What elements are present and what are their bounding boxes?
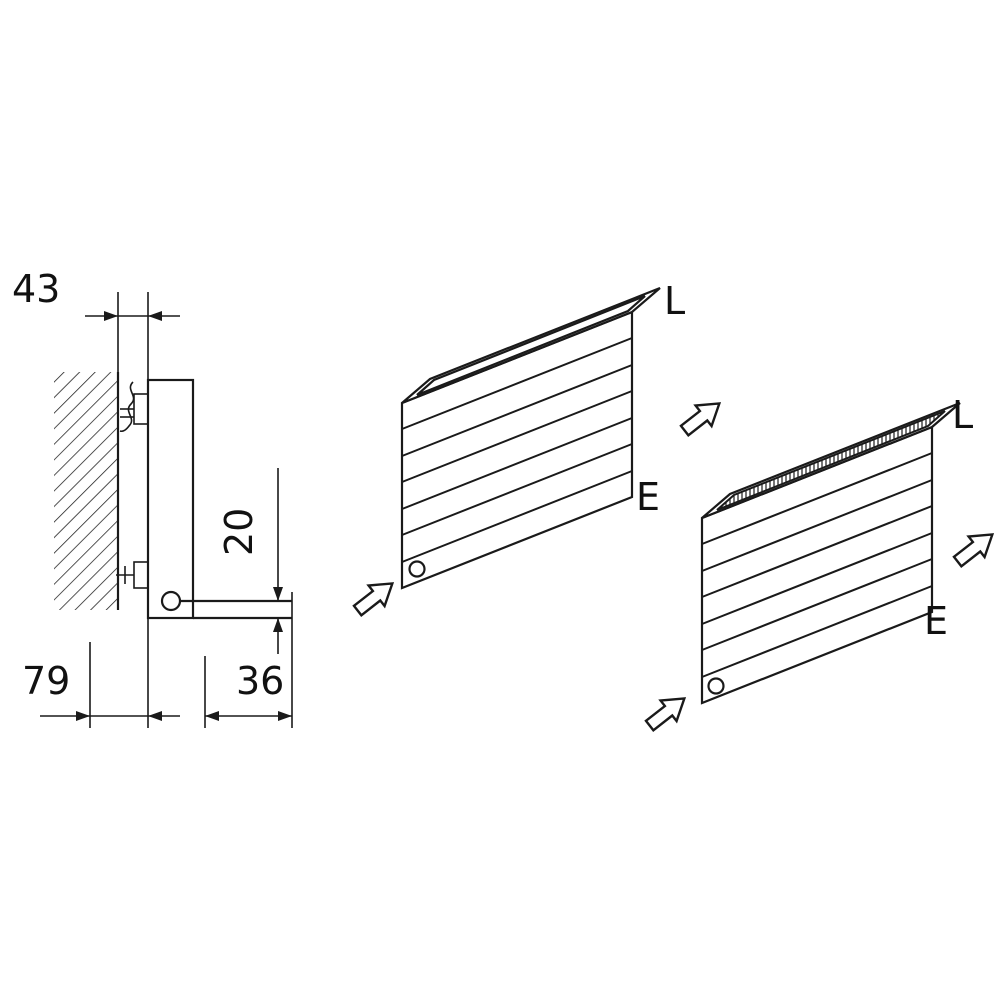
- dimension-label: 43: [12, 267, 60, 311]
- radiator-top-opening: [416, 294, 646, 397]
- valve-connection-circle: [160, 590, 182, 612]
- radiator-slat-lines: [401, 337, 633, 563]
- arrowhead-icon: [104, 311, 118, 321]
- dimension-79: 79: [22, 618, 180, 728]
- radiator-slat-lines: [701, 452, 933, 678]
- label-l: L: [664, 279, 685, 323]
- flow-arrow-icon: [675, 392, 729, 442]
- label-e: E: [636, 475, 660, 519]
- arrowhead-icon: [273, 587, 283, 601]
- dimension-20: 20: [217, 468, 283, 654]
- side-view-drawing: 43 20 79 36: [12, 267, 293, 728]
- label-l: L: [952, 393, 973, 437]
- dimension-43: 43: [12, 267, 180, 380]
- label-e: E: [924, 599, 948, 643]
- wall-hatch: [54, 372, 118, 610]
- mounting-bracket-top: [119, 381, 149, 433]
- flow-arrow-icon: [348, 572, 402, 622]
- arrowhead-icon: [148, 711, 162, 721]
- dimension-label: 79: [22, 659, 70, 703]
- dimension-label: 20: [217, 508, 261, 556]
- iso-radiator-grille-top: L E: [640, 393, 1000, 737]
- valve-connection-circle: [408, 560, 426, 578]
- arrowhead-icon: [278, 711, 292, 721]
- arrowhead-icon: [273, 618, 283, 632]
- dimension-label: 36: [236, 659, 284, 703]
- iso-radiator-open-top: L E: [348, 279, 729, 622]
- flow-arrow-icon: [640, 687, 694, 737]
- valve-connection-circle: [707, 677, 725, 695]
- flow-arrow-icon: [948, 523, 1000, 573]
- dimension-36: 36: [204, 592, 293, 728]
- radiator-panel-side: [146, 378, 195, 620]
- mounting-bracket-bottom: [116, 561, 149, 589]
- arrowhead-icon: [148, 311, 162, 321]
- arrowhead-icon: [76, 711, 90, 721]
- arrowhead-icon: [205, 711, 219, 721]
- radiator-top-grille: [716, 410, 946, 511]
